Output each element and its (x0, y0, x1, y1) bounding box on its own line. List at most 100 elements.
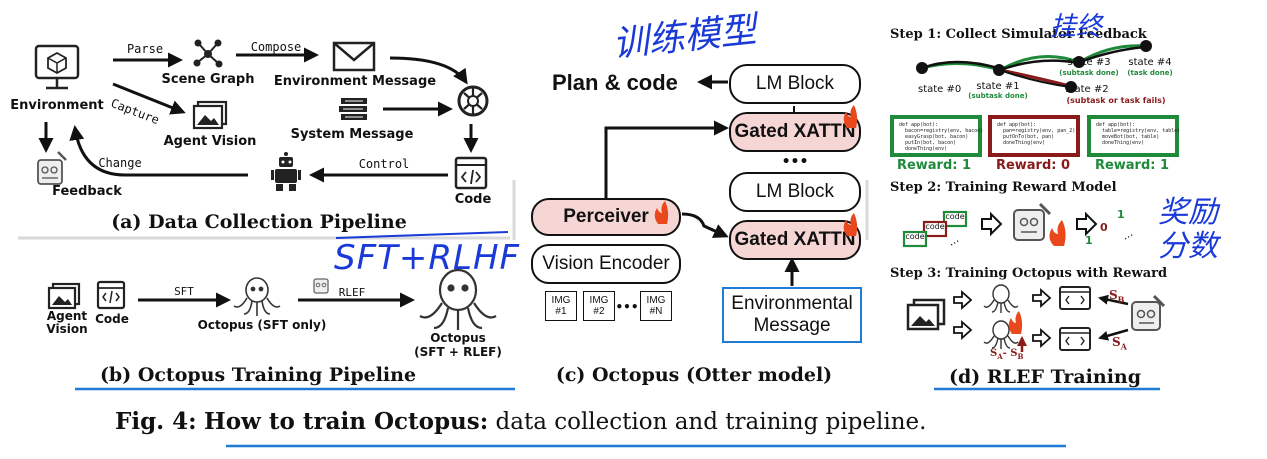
state2-node (1065, 81, 1077, 93)
score-1-bottom: 1 (1085, 234, 1093, 247)
label-compose: Compose (250, 40, 302, 54)
score-diff-sub-b: B (1017, 352, 1024, 361)
step3-arrow-sb (1098, 294, 1129, 306)
step2-code-label-1: code (945, 212, 965, 221)
step2-title: Step 2: Training Reward Model (890, 180, 1117, 195)
img-ellipsis: ••• (615, 300, 639, 314)
step3-code-window-top (1059, 286, 1091, 310)
scene-graph-icon (193, 39, 223, 68)
label-environment: Environment (10, 98, 104, 113)
img-token-n: IMG #N (640, 291, 672, 321)
step2-reward-model-icon (1013, 202, 1052, 241)
gated-xattn-bottom: Gated XATTN (729, 220, 861, 260)
label-environment-message: Environment Message (273, 74, 437, 89)
step3-octopus-top-icon (983, 284, 1019, 313)
label-parse: Parse (126, 42, 164, 56)
state0-node (916, 62, 928, 74)
lm-block-bottom-label: LM Block (755, 181, 835, 202)
b-label-octopus-2: (SFT + RLEF) (414, 345, 502, 359)
environment-monitor-icon (34, 44, 80, 90)
environmental-message-block: Environmental Message (722, 287, 862, 343)
vision-encoder-block: Vision Encoder (531, 244, 681, 284)
figure-caption-label: Fig. 4: (115, 408, 197, 435)
step3-flame-icon (1008, 311, 1023, 334)
path-black-fail (999, 69, 1071, 88)
b-agent-vision-icon (47, 282, 81, 310)
score-1-top: 1 (1117, 208, 1125, 221)
robot-icon (271, 152, 301, 191)
state1-label: state #1 (976, 81, 1020, 92)
code-sample-fail: def app(bot): pan=registry(env, pan_2) p… (988, 115, 1080, 157)
score-sa-s: S (1112, 335, 1121, 349)
code-file-icon (454, 156, 488, 190)
step3-title: Step 3: Training Octopus with Reward (890, 266, 1168, 281)
lm-block-top: LM Block (729, 64, 861, 104)
vision-encoder-label: Vision Encoder (542, 253, 670, 274)
step2-arrow-1 (981, 211, 1003, 237)
annotation-sft-rlhf: SFT+RLHF (334, 238, 521, 278)
label-control: Control (358, 157, 410, 171)
annotation-stroke-sft-rlhf (335, 231, 509, 239)
reward-label-1b: Reward: 1 (1094, 158, 1170, 173)
agent-vision-image-icon (192, 100, 228, 130)
figure-caption: Fig. 4: How to train Octopus: data colle… (115, 408, 926, 435)
label-plan-code: Plan & code (552, 70, 678, 95)
b-label-code: Code (95, 312, 129, 326)
label-change: Change (98, 156, 142, 170)
reward-label-1: Reward: 1 (896, 158, 972, 173)
gated-xattn-bottom-label: Gated XATTN (734, 229, 856, 250)
score-diff-sub-a: A (997, 352, 1003, 361)
label-code: Code (454, 192, 492, 207)
arrow-perceiver-to-xattn-bottom (681, 212, 729, 238)
step3-image-icon (906, 298, 946, 331)
state3-label: state #3 (1067, 57, 1111, 68)
annotation-fail: 挂终 (1050, 12, 1103, 42)
caption-panel-b: (b) Octopus Training Pipeline (99, 364, 417, 386)
score-sb: SB (1109, 288, 1124, 304)
path-black-0 (921, 60, 999, 70)
step2-code-label-3: code (905, 232, 925, 241)
label-system-message: System Message (290, 127, 414, 142)
ellipsis-layers: ••• (781, 154, 809, 170)
path-green-2 (999, 55, 1079, 72)
score-diff: SA- SB (990, 348, 1023, 361)
state2-note: (subtask or task fails) (1066, 96, 1166, 105)
step3-code-window-bottom (1059, 327, 1091, 351)
score-diff-s: S (990, 348, 998, 359)
state1-node (993, 64, 1005, 76)
llm-knot-icon (457, 85, 489, 117)
state3-node (1073, 56, 1085, 68)
code-sample-success-1: def app(bot): bacon=registry(env, bacon)… (890, 115, 983, 157)
label-agent-vision: Agent Vision (163, 134, 257, 149)
label-feedback: Feedback (52, 184, 122, 199)
label-scene-graph: Scene Graph (161, 72, 255, 87)
annotation-reward-score: 奖励分数 (1158, 195, 1218, 264)
lm-block-top-label: LM Block (755, 73, 835, 94)
b-label-rlef: RLEF (338, 286, 366, 299)
img-token-1: IMG #1 (545, 291, 577, 321)
flame-icon (843, 105, 858, 128)
flame-icon (654, 201, 669, 224)
path-black-3 (1079, 45, 1146, 64)
b-label-agent-vision: Agent Vision (46, 309, 88, 336)
score-diff-mid: - S (1002, 348, 1018, 359)
state4-label: state #4 (1128, 57, 1172, 68)
b-code-icon (96, 280, 126, 310)
arrow-capture (112, 82, 186, 115)
envelope-icon (332, 41, 376, 72)
perceiver-label: Perceiver (563, 206, 649, 227)
step2-code-label-2: code (925, 222, 945, 231)
state4-node (1140, 40, 1152, 52)
state2-label: state #2 (1065, 84, 1109, 95)
score-sa: SA (1112, 335, 1127, 351)
arrow-env-msg-to-llm (389, 56, 468, 85)
state3-note: (subtask done) (1059, 69, 1119, 77)
lm-block-bottom: LM Block (729, 172, 861, 212)
b-label-sft: SFT (174, 285, 194, 298)
octopus-sft-icon (233, 277, 281, 316)
step2-flame-icon (1049, 220, 1066, 246)
code-sample-success-2: def app(bot): table=registry(env, table)… (1087, 115, 1180, 157)
gated-xattn-top: Gated XATTN (729, 112, 861, 152)
